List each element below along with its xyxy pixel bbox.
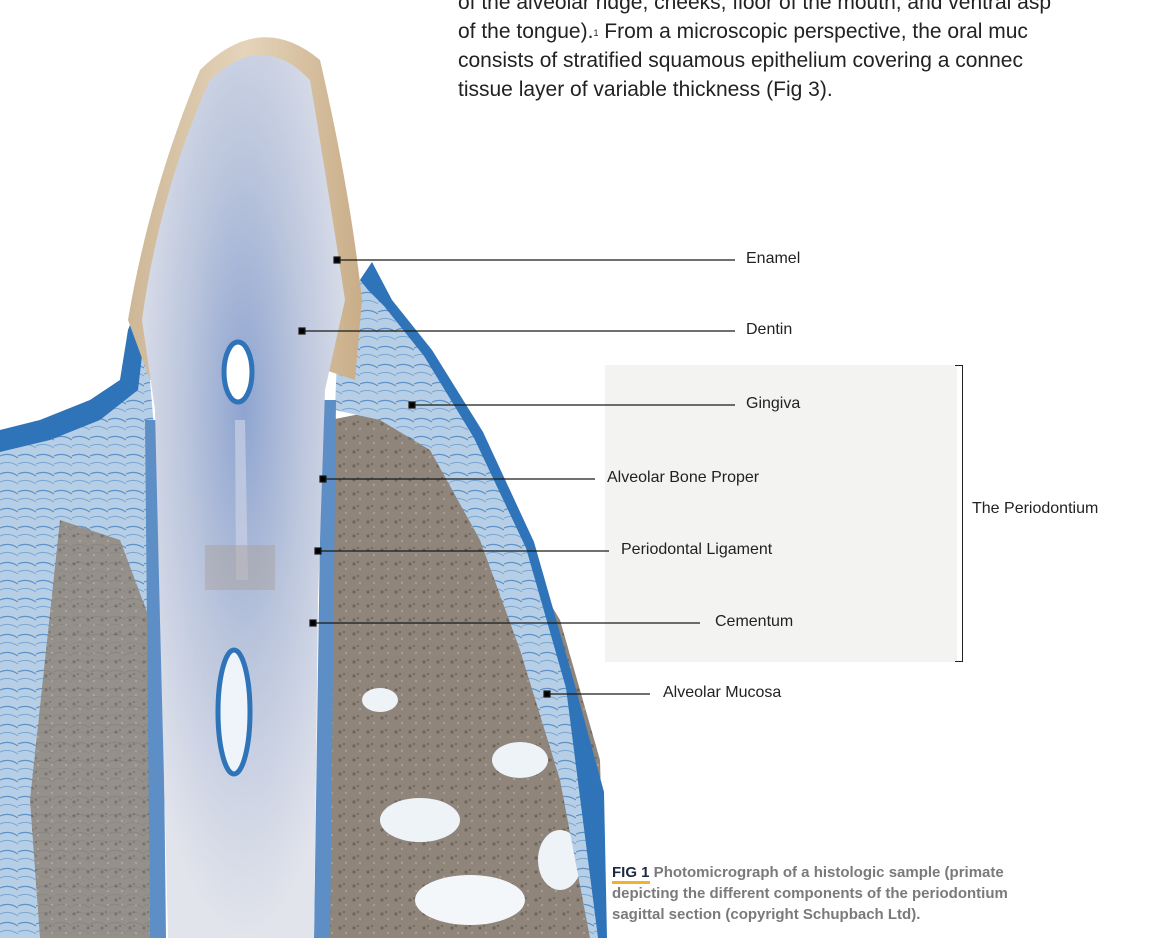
figure-number: FIG 1: [612, 864, 650, 884]
periodontium-bracket: [955, 365, 963, 662]
caption-line: sagittal section (copyright Schupbach Lt…: [612, 904, 1165, 925]
label-dentin: Dentin: [746, 321, 792, 339]
periodontium-label: The Periodontium: [972, 500, 1098, 518]
pulp-chamber-upper: [224, 342, 252, 402]
label-cementum: Cementum: [715, 613, 793, 631]
caption-line: FIG 1 Photomicrograph of a histologic sa…: [612, 862, 1165, 883]
caption-text: Photomicrograph of a histologic sample (…: [650, 864, 1004, 881]
label-alveolar-bone-proper: Alveolar Bone Proper: [607, 469, 759, 487]
label-gingiva: Gingiva: [746, 395, 800, 413]
caption-line: depicting the different components of th…: [612, 883, 1165, 904]
label-periodontal-ligament: Periodontal Ligament: [621, 541, 772, 559]
label-enamel: Enamel: [746, 250, 800, 268]
pulp-chamber-lower: [218, 650, 250, 774]
label-alveolar-mucosa: Alveolar Mucosa: [663, 684, 781, 702]
figure-caption: FIG 1 Photomicrograph of a histologic sa…: [612, 862, 1165, 925]
